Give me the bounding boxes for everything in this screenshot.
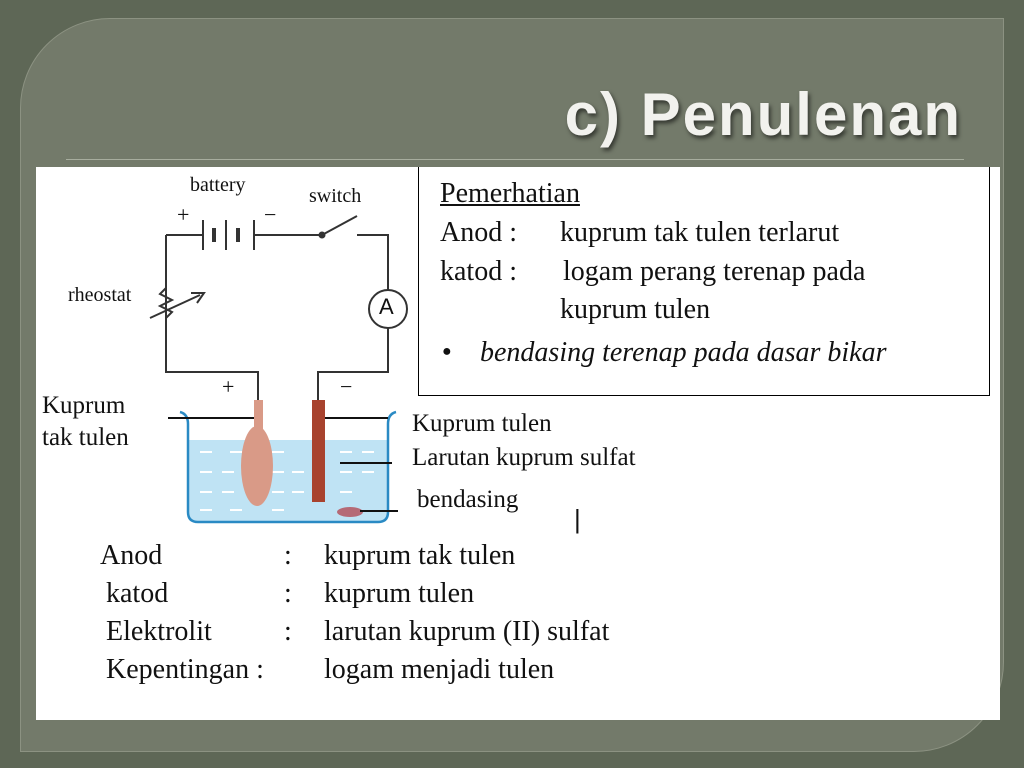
ammeter-label: A — [379, 294, 394, 319]
battery-plus-sign: + — [177, 202, 190, 227]
summary-electrolyte-label: Elektrolit — [106, 616, 212, 647]
impure-copper-label-line1: Kuprum — [42, 392, 126, 419]
solution-dashes — [200, 451, 374, 511]
anode-stem — [254, 400, 263, 432]
cathode-minus-sign: − — [340, 374, 353, 399]
switch-label: switch — [309, 185, 362, 207]
observation-heading: Pemerhatian — [440, 178, 580, 209]
battery-minus-sign: − — [264, 202, 277, 227]
beaker-outline — [179, 410, 397, 524]
summary-electrolyte-colon: : — [284, 616, 292, 647]
observation-cathode-value-line1: logam perang terenap pada — [563, 256, 866, 287]
circuit-wires — [165, 234, 389, 402]
solution-fill — [188, 440, 388, 522]
rheostat-symbol — [149, 287, 206, 319]
cathode-pure-copper — [312, 400, 325, 502]
summary-cathode-colon: : — [284, 578, 292, 609]
impurities-label: bendasing — [417, 486, 519, 513]
battery-symbol — [202, 220, 255, 250]
switch-symbol — [318, 215, 358, 239]
pure-copper-label: Kuprum tulen — [412, 410, 552, 437]
text-cursor: | — [574, 504, 581, 534]
summary-electrolyte-value: larutan kuprum (II) sulfat — [324, 616, 610, 647]
anode-plus-sign: + — [222, 374, 235, 399]
impurities-deposit — [337, 507, 363, 517]
summary-cathode-value: kuprum tulen — [324, 578, 475, 609]
summary-anode-label: Anod — [100, 540, 163, 571]
leader-lines — [168, 417, 398, 512]
observation-box — [418, 167, 990, 396]
rheostat-label: rheostat — [68, 284, 132, 306]
bullet-icon: ● — [442, 343, 452, 360]
title-rule — [66, 159, 964, 160]
summary-importance-value: logam menjadi tulen — [324, 654, 555, 685]
observation-cathode-label: katod : — [440, 256, 517, 287]
impure-copper-label-line2: tak tulen — [42, 424, 129, 451]
summary-anode-colon: : — [284, 540, 292, 571]
slide-title: c) Penulenan — [564, 81, 962, 148]
observation-anode-label: Anod : — [440, 217, 517, 248]
ammeter-symbol — [368, 289, 408, 329]
summary-anode-value: kuprum tak tulen — [324, 540, 516, 571]
solution-label: Larutan kuprum sulfat — [412, 444, 636, 471]
summary-cathode-label: katod — [106, 578, 169, 609]
observation-anode-value: kuprum tak tulen terlarut — [560, 217, 840, 248]
summary-importance-label: Kepentingan : — [106, 654, 264, 685]
observation-bullet-text: bendasing terenap pada dasar bikar — [480, 337, 887, 368]
anode-impure-copper — [241, 426, 273, 506]
observation-cathode-value-line2: kuprum tulen — [560, 294, 711, 325]
battery-label: battery — [190, 174, 246, 196]
